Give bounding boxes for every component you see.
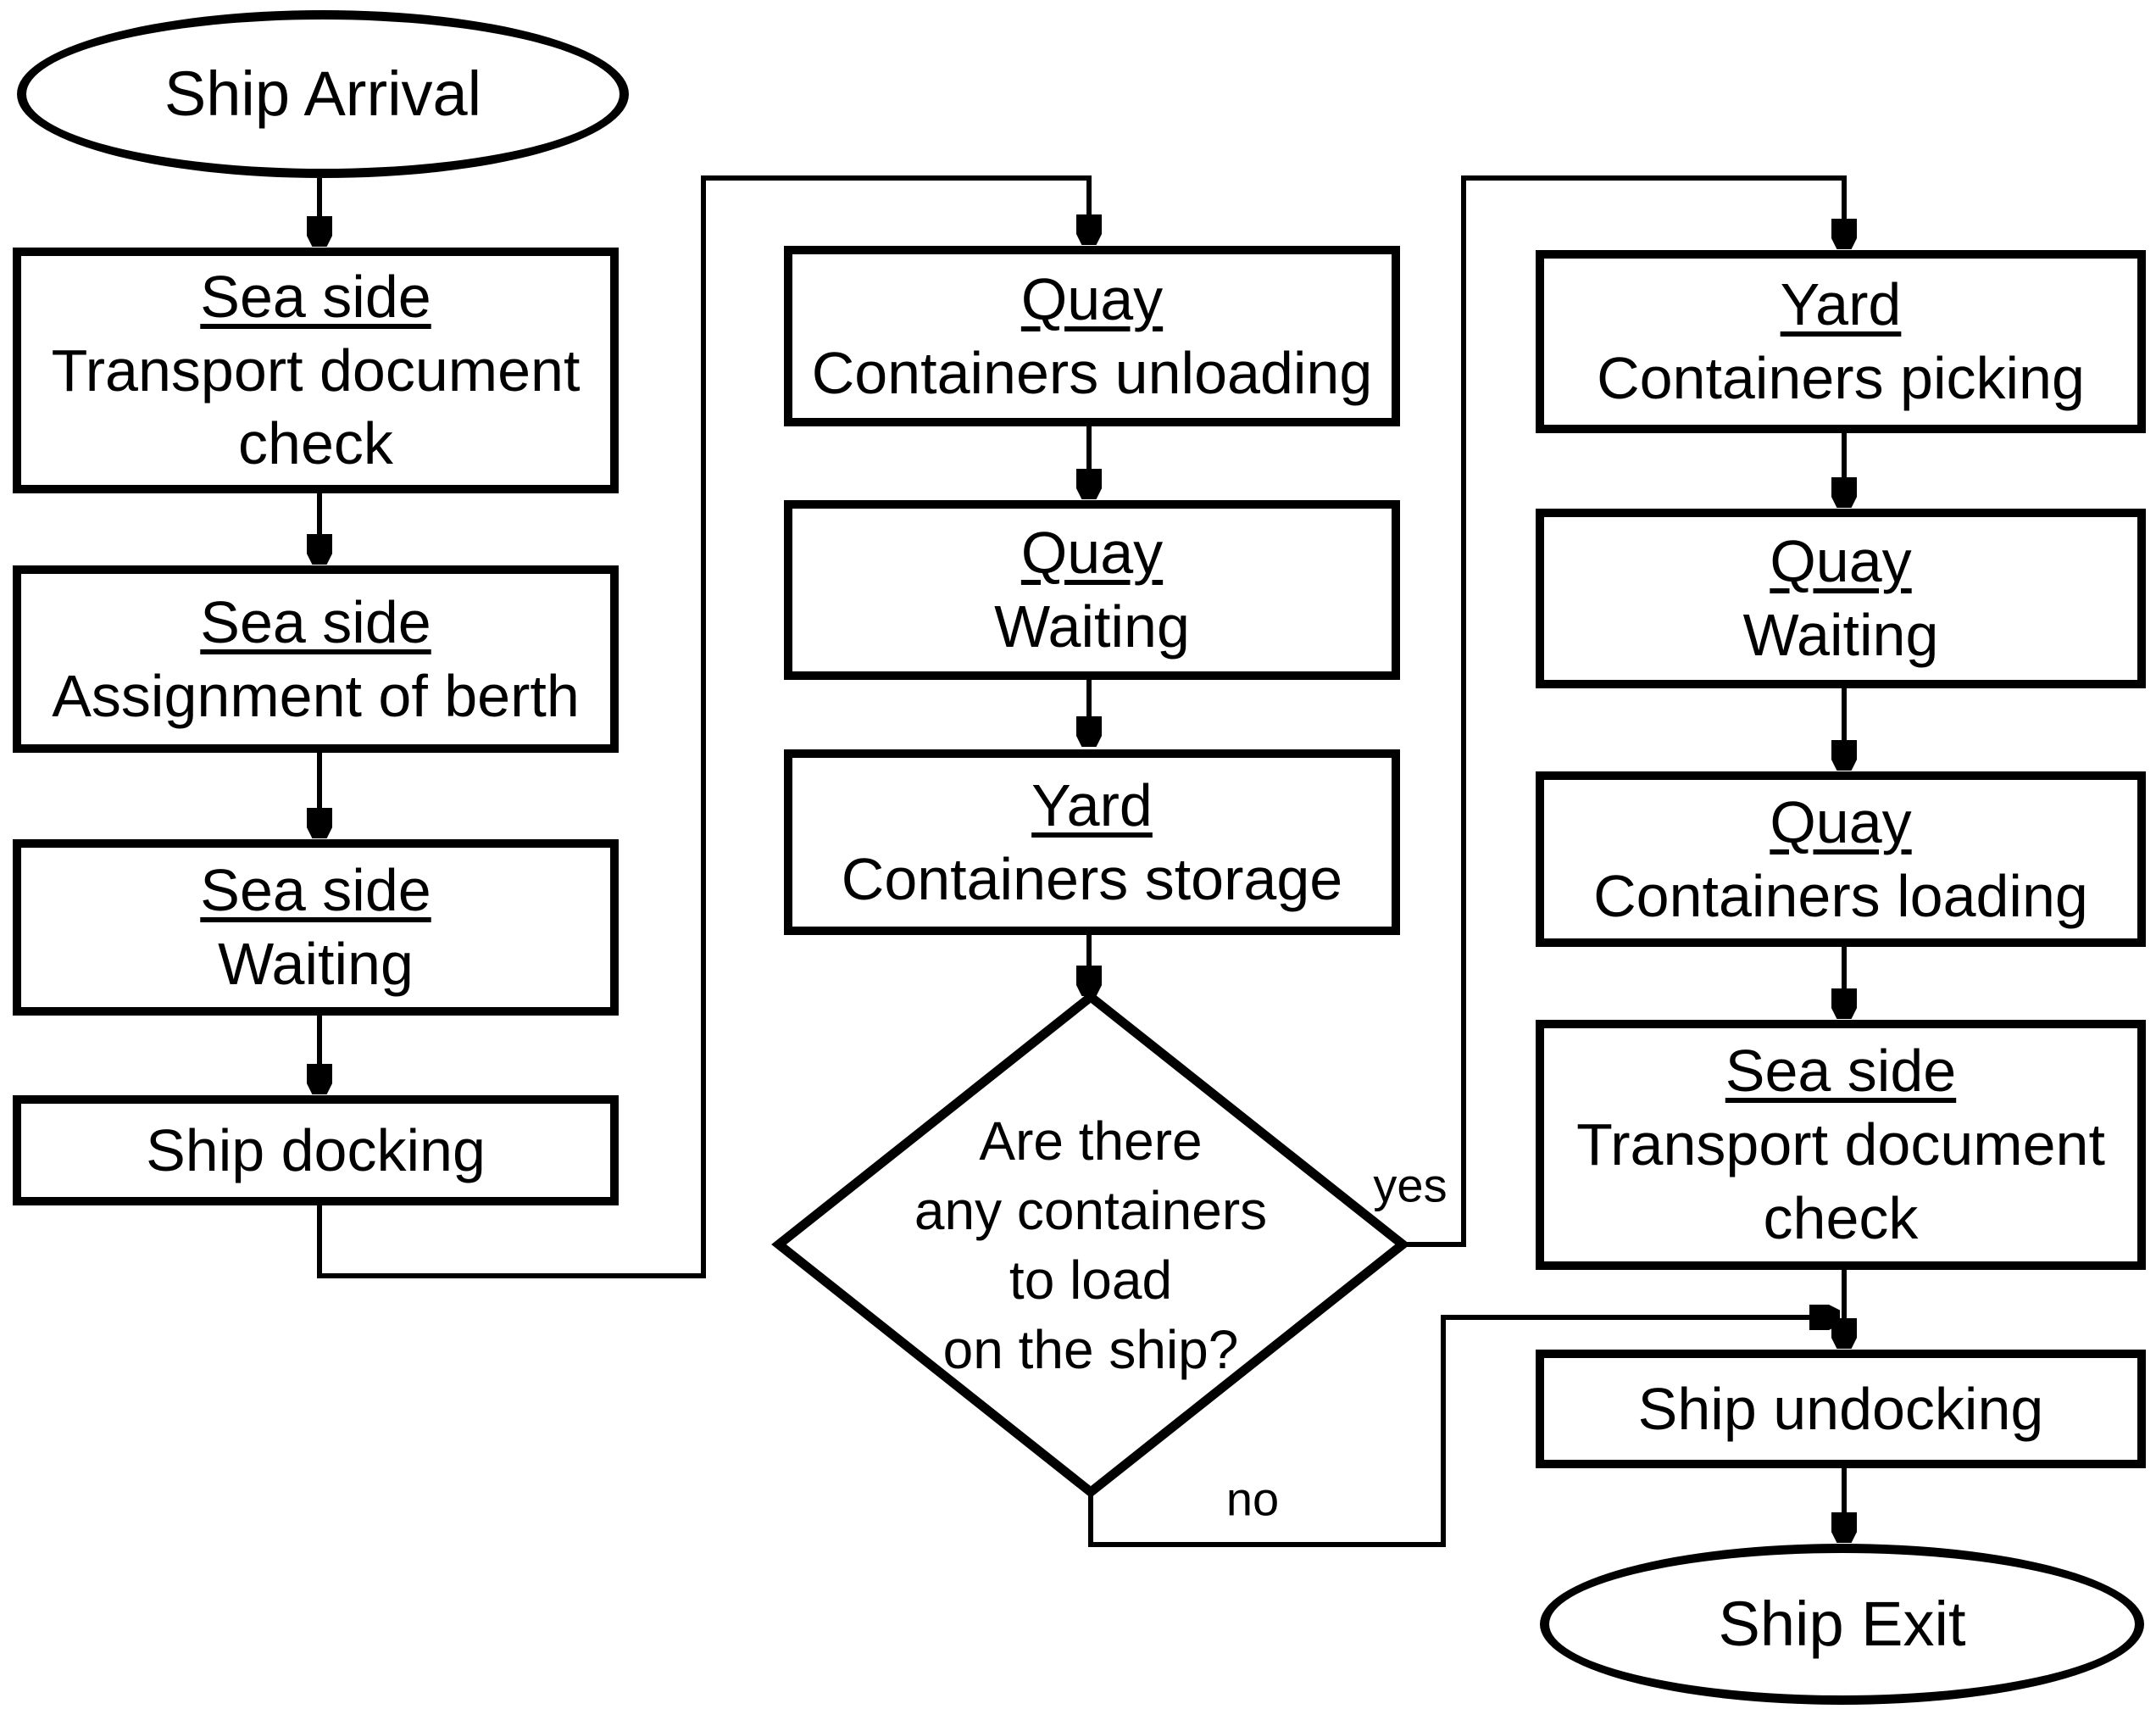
node-heading: Yard — [1780, 271, 1902, 338]
process-ship-docking: Ship docking — [13, 1095, 619, 1205]
process-yard-picking: Yard Containers picking — [1536, 250, 2146, 433]
node-heading: Sea side — [200, 263, 431, 330]
node-label: Containers picking — [1597, 345, 2085, 411]
node-label: Containers storage — [841, 845, 1343, 912]
process-seaside-doc-check-2: Sea side Transport document check — [1536, 1020, 2146, 1270]
yes-branch-label: yes — [1373, 1158, 1448, 1212]
process-seaside-waiting: Sea side Waiting — [13, 839, 619, 1016]
node-heading: Sea side — [200, 588, 431, 655]
start-node-ship-arrival: Ship Arrival — [17, 10, 629, 178]
process-ship-undocking: Ship undocking — [1536, 1350, 2146, 1468]
node-label: Ship Arrival — [164, 58, 482, 130]
node-heading: Quay — [1020, 520, 1164, 587]
node-heading: Sea side — [200, 857, 431, 924]
node-heading: Yard — [1031, 771, 1153, 838]
decision-containers-to-load: Are there any containers to load on the … — [839, 1043, 1342, 1450]
edge-docking-to-unloading-loop — [317, 175, 1089, 1278]
process-quay-waiting-2: Quay Waiting — [1536, 509, 2146, 688]
node-label: Ship Exit — [1718, 1589, 1966, 1660]
node-label: Waiting — [994, 593, 1190, 660]
process-quay-unloading: Quay Containers unloading — [784, 246, 1400, 426]
node-heading: Sea side — [1725, 1038, 1957, 1105]
node-label: Waiting — [1742, 602, 1939, 668]
node-heading: Quay — [1770, 788, 1912, 855]
process-seaside-doc-check-1: Sea side Transport document check — [13, 248, 619, 493]
node-label: Containers unloading — [811, 339, 1373, 406]
node-heading: Quay — [1770, 528, 1912, 595]
process-seaside-berth-assignment: Sea side Assignment of berth — [13, 565, 619, 753]
node-label: Ship undocking — [1637, 1375, 2044, 1442]
node-label: Transport document check — [1576, 1111, 2105, 1251]
process-quay-loading: Quay Containers loading — [1536, 771, 2146, 947]
node-label: Transport document check — [51, 337, 581, 477]
node-heading: Quay — [1020, 265, 1164, 332]
no-branch-label: no — [1225, 1472, 1280, 1526]
edge-decision-yes-to-picking — [1403, 175, 1844, 1247]
process-quay-waiting-1: Quay Waiting — [784, 500, 1400, 680]
process-yard-storage: Yard Containers storage — [784, 749, 1400, 935]
node-label: Waiting — [218, 931, 414, 997]
edge-decision-no-to-undocking — [1088, 1317, 1837, 1547]
decision-label: Are there any containers to load on the … — [914, 1111, 1268, 1380]
end-node-ship-exit: Ship Exit — [1540, 1544, 2144, 1705]
node-label: Containers loading — [1593, 862, 2088, 929]
node-label: Ship docking — [146, 1116, 486, 1183]
node-label: Assignment of berth — [52, 662, 580, 729]
